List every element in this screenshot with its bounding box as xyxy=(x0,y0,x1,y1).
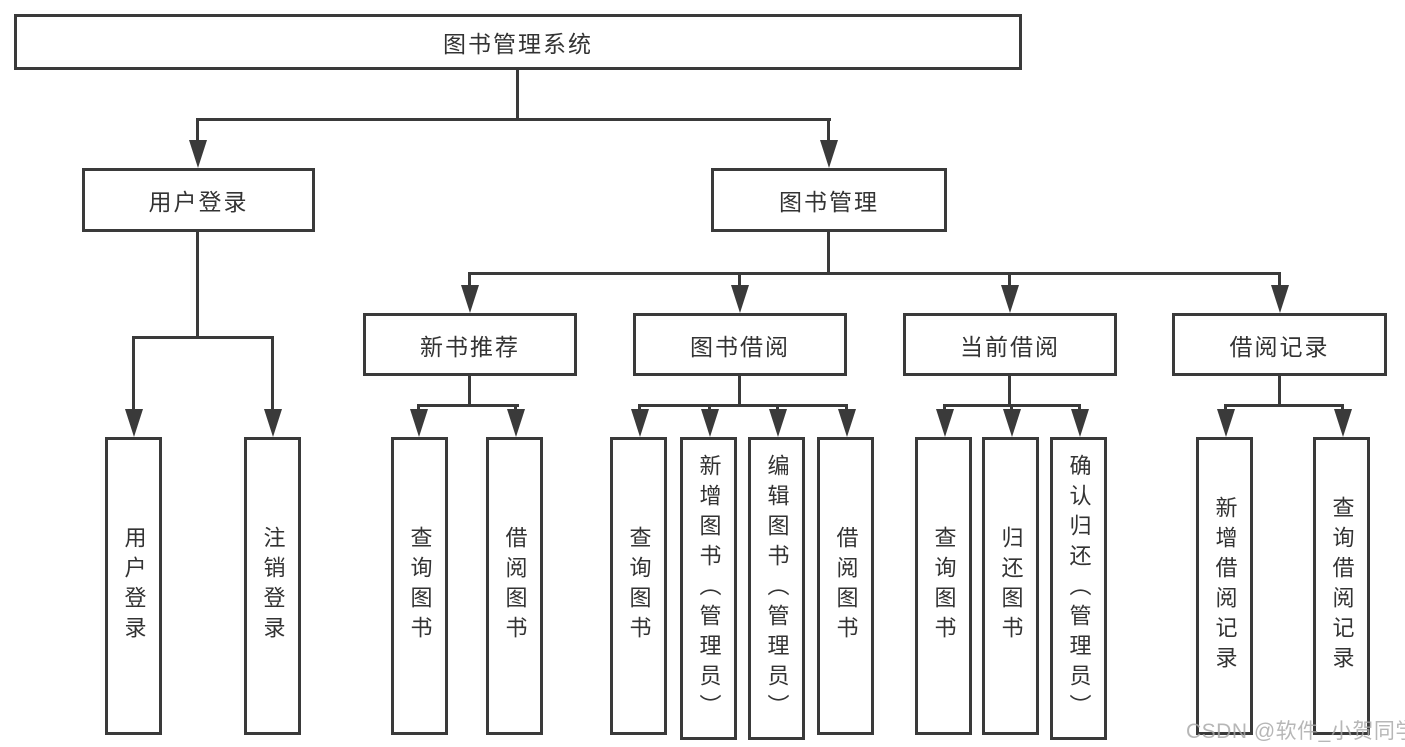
leaf-query-books-borrowing: 查询图书 xyxy=(610,437,667,735)
arrow-down-icon xyxy=(461,285,479,313)
connector-line xyxy=(638,404,848,407)
connector-line xyxy=(943,404,946,411)
leaf-logout: 注销登录 xyxy=(244,437,301,735)
connector-line xyxy=(738,272,741,287)
connector-line xyxy=(1008,376,1011,404)
leaf-query-books-current: 查询图书 xyxy=(915,437,972,735)
node-borrowing-records: 借阅记录 xyxy=(1172,313,1387,376)
connector-line xyxy=(845,404,848,411)
arrow-down-icon xyxy=(769,409,787,437)
arrow-down-icon xyxy=(125,409,143,437)
arrow-down-icon xyxy=(1071,409,1089,437)
connector-line xyxy=(738,376,741,404)
csdn-watermark: CSDN @软件_小贺同学 xyxy=(1186,720,1405,743)
leaf-add-borrow-record: 新增借阅记录 xyxy=(1196,437,1253,735)
connector-line xyxy=(1078,404,1081,411)
leaf-confirm-return-admin: 确认归还（管理员） xyxy=(1050,437,1107,740)
connector-line xyxy=(417,404,420,411)
connector-line xyxy=(468,376,471,404)
node-new-book-recommendation: 新书推荐 xyxy=(363,313,577,376)
connector-line xyxy=(196,118,199,142)
arrow-down-icon xyxy=(936,409,954,437)
connector-line xyxy=(1010,404,1013,411)
node-library-management-system: 图书管理系统 xyxy=(14,14,1022,70)
connector-line xyxy=(196,118,831,121)
connector-line xyxy=(776,404,779,411)
node-book-borrowing: 图书借阅 xyxy=(633,313,847,376)
connector-line xyxy=(1341,404,1344,411)
leaf-return-books: 归还图书 xyxy=(982,437,1039,735)
arrow-down-icon xyxy=(701,409,719,437)
leaf-add-book-admin: 新增图书（管理员） xyxy=(680,437,737,740)
arrow-down-icon xyxy=(1217,409,1235,437)
connector-line xyxy=(132,336,135,411)
connector-line xyxy=(514,404,517,411)
connector-line xyxy=(1224,404,1344,407)
connector-line xyxy=(827,118,830,142)
node-book-management: 图书管理 xyxy=(711,168,947,232)
connector-line xyxy=(708,404,711,411)
leaf-borrow-books-recommend: 借阅图书 xyxy=(486,437,543,735)
connector-line xyxy=(516,70,519,118)
connector-line xyxy=(1224,404,1227,411)
arrow-down-icon xyxy=(264,409,282,437)
leaf-borrow-books-borrowing: 借阅图书 xyxy=(817,437,874,735)
connector-line xyxy=(468,272,1281,275)
leaf-query-books-recommend: 查询图书 xyxy=(391,437,448,735)
arrow-down-icon xyxy=(820,140,838,168)
connector-line xyxy=(638,404,641,411)
arrow-down-icon xyxy=(189,140,207,168)
arrow-down-icon xyxy=(507,409,525,437)
node-current-borrowing: 当前借阅 xyxy=(903,313,1117,376)
arrow-down-icon xyxy=(410,409,428,437)
connector-line xyxy=(196,232,199,336)
connector-line xyxy=(417,404,519,407)
arrow-down-icon xyxy=(1003,409,1021,437)
connector-line xyxy=(1008,272,1011,287)
arrow-down-icon xyxy=(631,409,649,437)
connector-line xyxy=(271,336,274,411)
node-user-login: 用户登录 xyxy=(82,168,315,232)
arrow-down-icon xyxy=(1271,285,1289,313)
connector-line xyxy=(1278,272,1281,287)
connector-line xyxy=(1278,376,1281,404)
leaf-query-borrow-record: 查询借阅记录 xyxy=(1313,437,1370,735)
arrow-down-icon xyxy=(1334,409,1352,437)
arrow-down-icon xyxy=(1001,285,1019,313)
arrow-down-icon xyxy=(838,409,856,437)
connector-line xyxy=(468,272,471,287)
connector-line xyxy=(132,336,274,339)
leaf-edit-book-admin: 编辑图书（管理员） xyxy=(748,437,805,740)
connector-line xyxy=(827,232,830,272)
arrow-down-icon xyxy=(731,285,749,313)
leaf-user-login: 用户登录 xyxy=(105,437,162,735)
